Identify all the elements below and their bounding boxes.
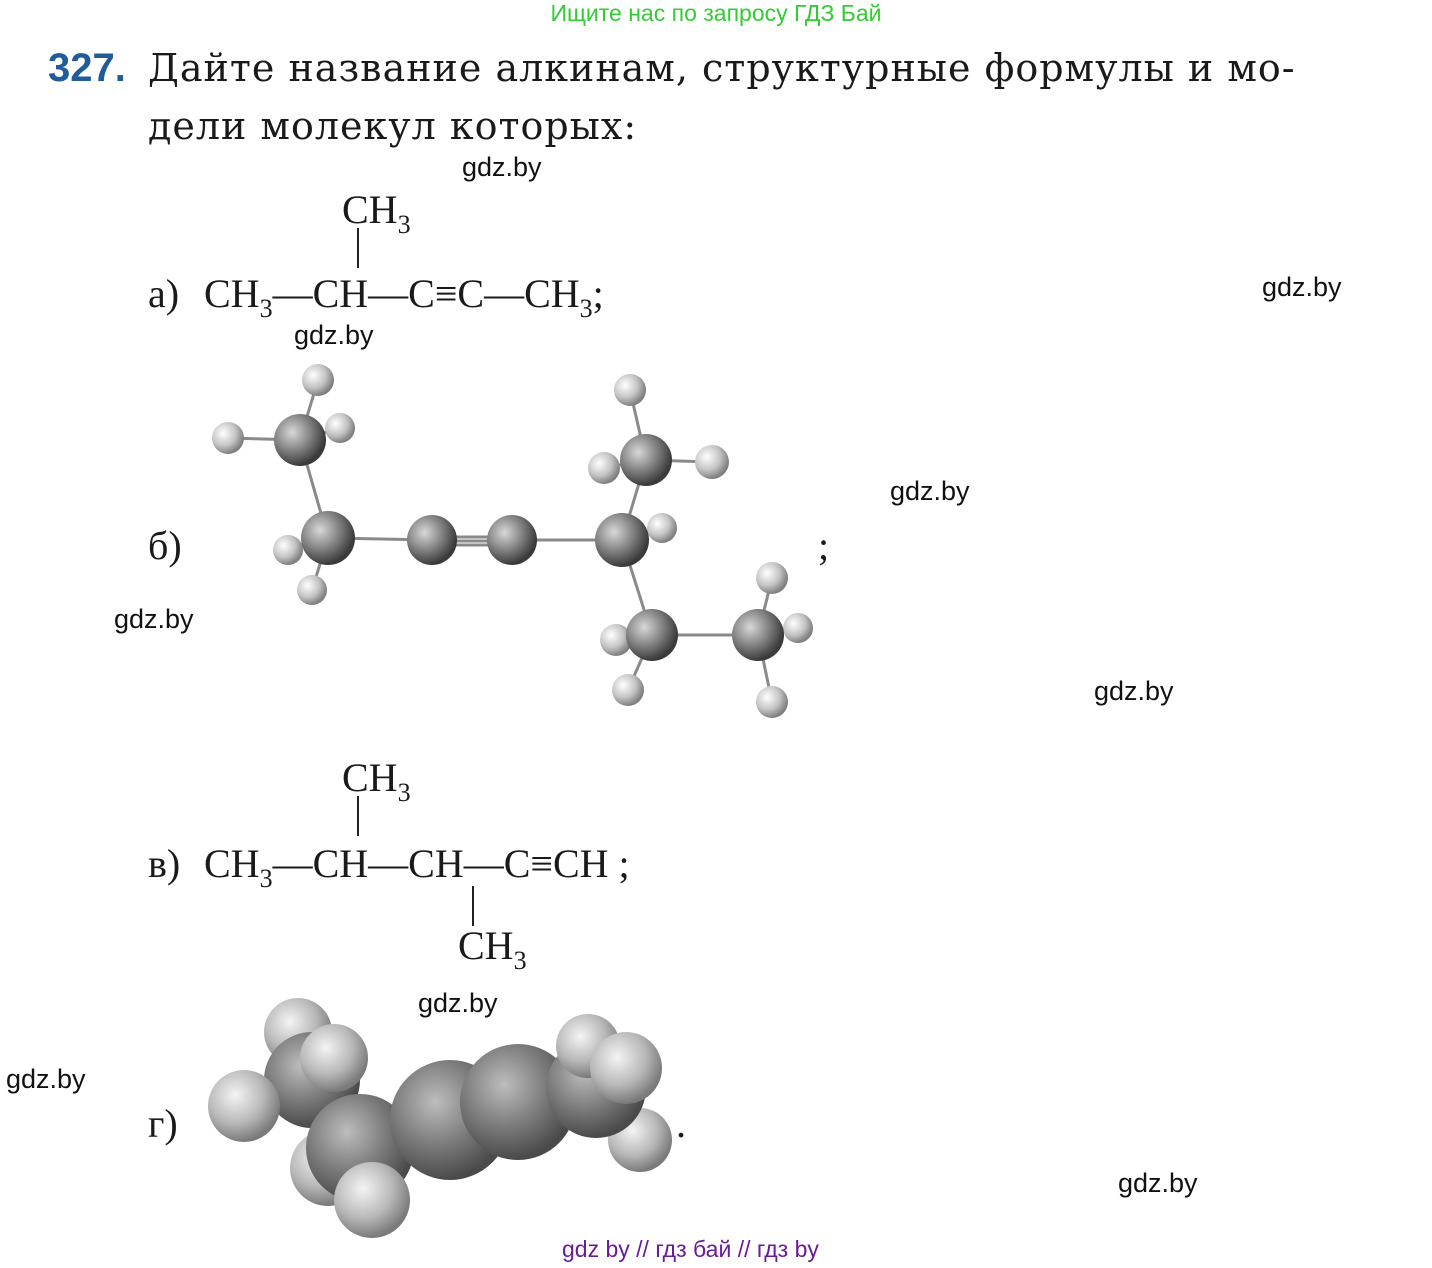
item-label-a: а) [148,271,180,316]
watermark: gdz.by [462,152,542,182]
task-text-line-1: Дайте название алкинам, структурные форм… [148,46,1296,90]
space-filling-model [208,998,672,1238]
formula-a-branch: CH3 [342,187,411,239]
formula-a-main: CH3—CH—C≡C—CH3; [204,271,604,323]
bond-v-vertical-top [357,796,359,836]
item-g-terminator: . [676,1101,686,1146]
item-label-g: г) [148,1101,178,1146]
watermark: gdz.by [114,604,194,634]
formula-v-main: CH3—CH—CH—C≡CH ; [204,841,630,893]
bond-v-vertical-bottom [472,886,474,926]
watermark: gdz.by [1118,1168,1198,1198]
search-banner[interactable]: Ищите нас по запросу ГДЗ Бай [550,0,882,26]
task-text-line-2: дели молекул которых: [148,104,638,148]
watermark: gdz.by [1094,676,1174,706]
watermark: gdz.by [294,320,374,350]
task-number: 327. [48,46,126,90]
formula-v-branch-top: CH3 [342,755,411,807]
item-label-v: в) [148,841,181,886]
formula-v-branch-bottom: CH3 [458,923,527,975]
item-b-terminator: ; [818,523,830,568]
item-label-b: б) [148,523,182,568]
watermark: gdz.by [1262,272,1342,302]
watermark: gdz.by [6,1064,86,1094]
bond-a-vertical [357,228,359,268]
watermark: gdz.by [890,476,970,506]
ball-and-stick-model [212,364,813,718]
watermark: gdz.by [418,988,498,1018]
footer-links[interactable]: gdz by // гдз бай // гдз by [562,1236,819,1262]
